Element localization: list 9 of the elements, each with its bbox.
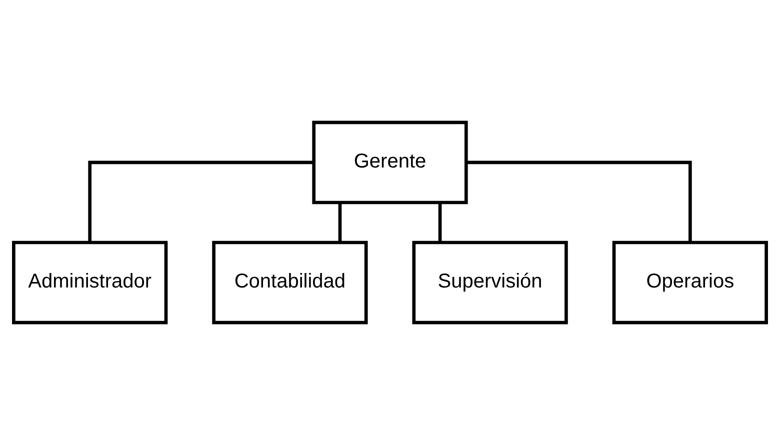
connector: [338, 202, 342, 242]
connector: [466, 160, 692, 242]
node-box: Supervisión: [412, 240, 568, 324]
node-box: Gerente: [312, 120, 468, 204]
connector: [88, 160, 314, 242]
node-box: Contabilidad: [212, 240, 368, 324]
connector: [438, 202, 442, 242]
node-box: Operarios: [612, 240, 768, 324]
node-box: Administrador: [12, 240, 168, 324]
